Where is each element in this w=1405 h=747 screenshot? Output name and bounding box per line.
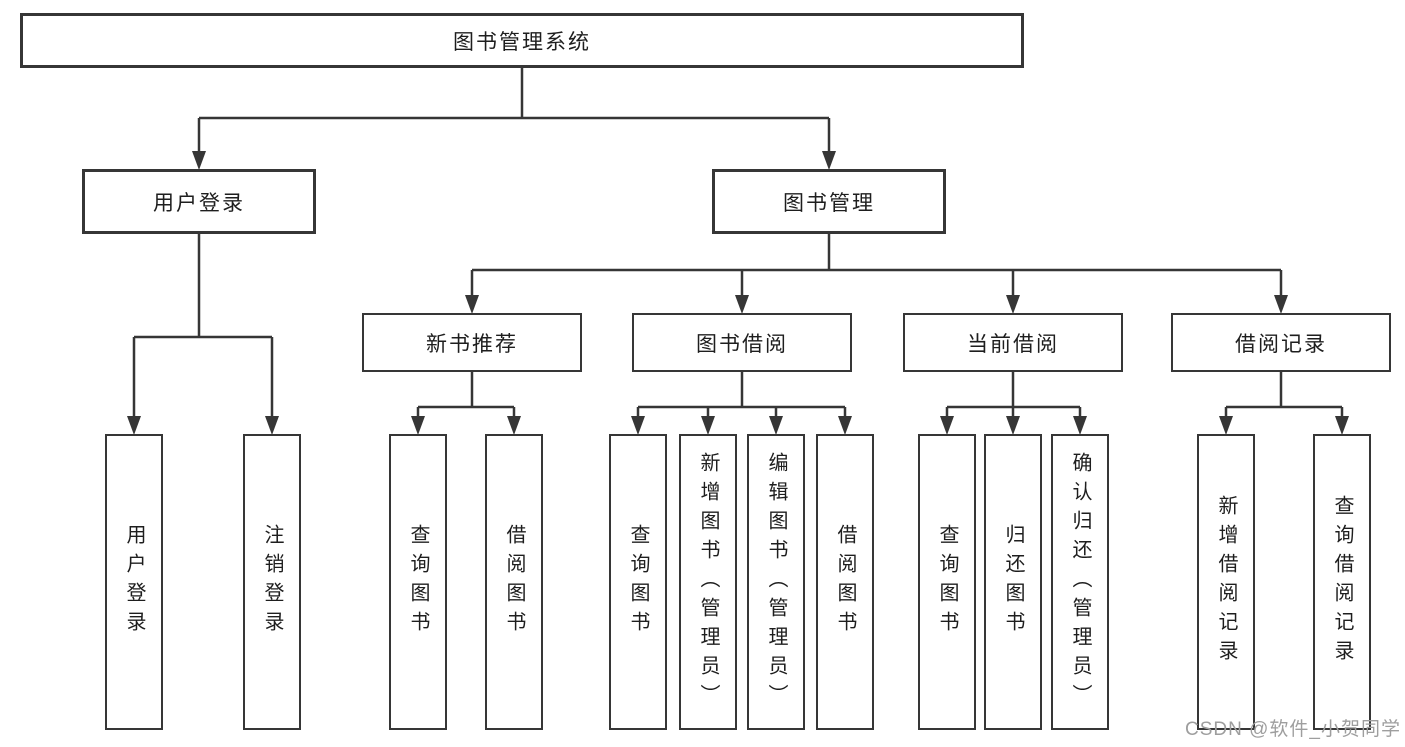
node-root-system: 图书管理系统 — [20, 13, 1024, 68]
node-label: 图书管理 — [783, 191, 875, 215]
leaf-edit-books-admin: 编辑图书（管理员） — [747, 434, 805, 730]
leaf-query-books-recommend: 查询图书 — [389, 434, 447, 730]
node-label: 归还图书 — [1002, 524, 1024, 640]
node-current-borrow: 当前借阅 — [903, 313, 1123, 372]
node-label: 图书管理系统 — [453, 30, 591, 54]
node-user-login-branch: 用户登录 — [82, 169, 316, 234]
leaf-return-books: 归还图书 — [984, 434, 1042, 730]
node-borrow-records: 借阅记录 — [1171, 313, 1391, 372]
arrowhead-icons — [127, 151, 1349, 435]
node-label: 用户登录 — [123, 524, 145, 640]
node-book-borrow: 图书借阅 — [632, 313, 852, 372]
node-label: 新增借阅记录 — [1215, 495, 1237, 669]
leaf-add-borrow-record: 新增借阅记录 — [1197, 434, 1255, 730]
leaf-borrow-books-recommend: 借阅图书 — [485, 434, 543, 730]
node-label: 查询借阅记录 — [1331, 495, 1353, 669]
node-label: 借阅图书 — [834, 524, 856, 640]
node-label: 用户登录 — [153, 191, 245, 215]
leaf-borrow-books: 借阅图书 — [816, 434, 874, 730]
node-label: 查询图书 — [936, 524, 958, 640]
leaf-confirm-return-admin: 确认归还（管理员） — [1051, 434, 1109, 730]
leaf-user-login: 用户登录 — [105, 434, 163, 730]
node-label: 借阅图书 — [503, 524, 525, 640]
node-label: 新增图书（管理员） — [697, 451, 719, 713]
node-label: 确认归还（管理员） — [1069, 451, 1091, 713]
node-label: 新书推荐 — [426, 332, 518, 356]
node-label: 编辑图书（管理员） — [765, 451, 787, 713]
leaf-add-books-admin: 新增图书（管理员） — [679, 434, 737, 730]
node-label: 借阅记录 — [1235, 332, 1327, 356]
node-new-book-recommend: 新书推荐 — [362, 313, 582, 372]
leaf-query-books-current: 查询图书 — [918, 434, 976, 730]
leaf-logout: 注销登录 — [243, 434, 301, 730]
node-label: 注销登录 — [261, 524, 283, 640]
node-label: 图书借阅 — [696, 332, 788, 356]
node-label: 当前借阅 — [967, 332, 1059, 356]
node-label: 查询图书 — [627, 524, 649, 640]
leaf-query-books-borrow: 查询图书 — [609, 434, 667, 730]
node-book-management-branch: 图书管理 — [712, 169, 946, 234]
csdn-watermark: CSDN @软件_小贺同学 — [1185, 719, 1401, 740]
node-label: 查询图书 — [407, 524, 429, 640]
leaf-query-borrow-record: 查询借阅记录 — [1313, 434, 1371, 730]
